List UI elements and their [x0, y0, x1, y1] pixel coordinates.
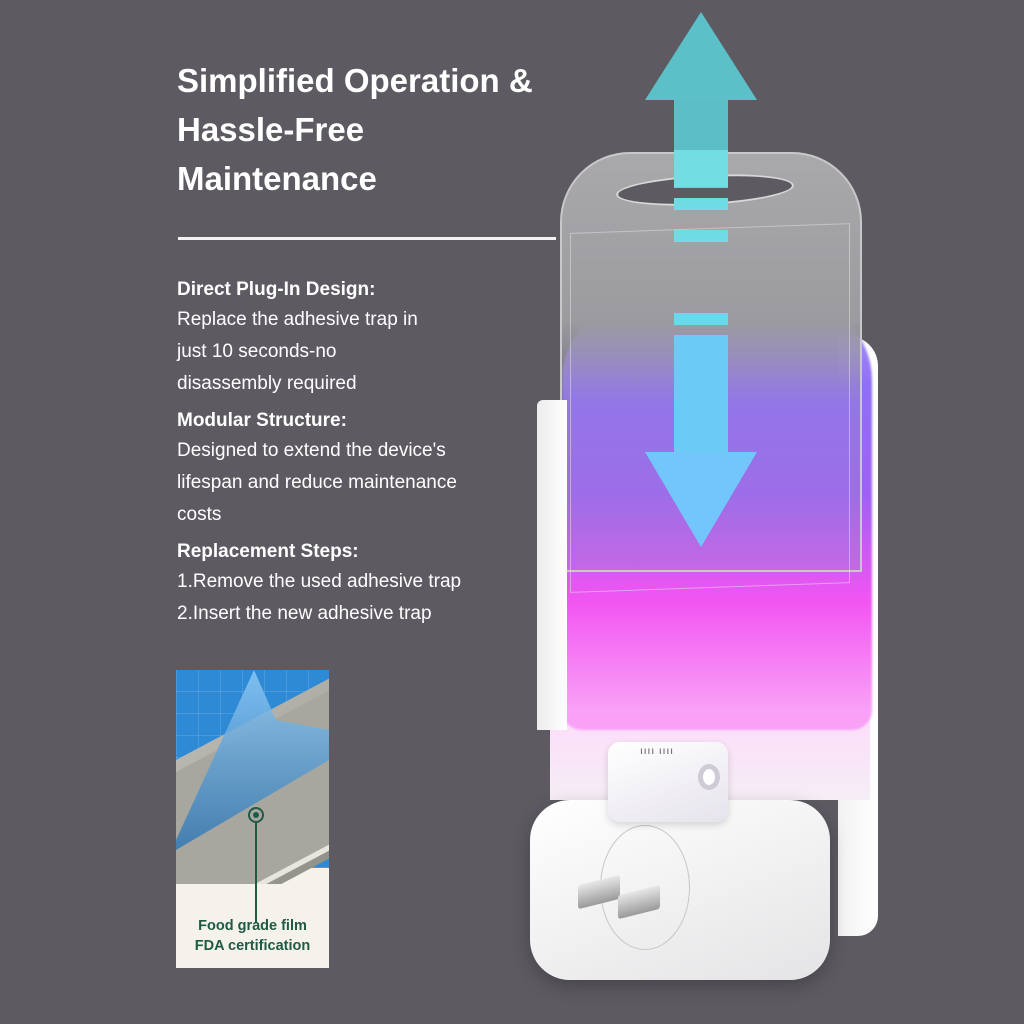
food-grade-film-card: Food grade film FDA certification — [176, 670, 329, 968]
callout-marker-icon — [248, 807, 264, 823]
feature-replacement-steps: Replacement Steps: 1.Remove the used adh… — [177, 538, 547, 630]
feature-body: 1.Remove the used adhesive trap 2.Insert… — [177, 571, 462, 624]
arrow-up-shaft-overlay — [674, 150, 728, 188]
holder-left-wall — [537, 400, 567, 730]
vent-icon: ıııı ıııı — [640, 746, 675, 757]
film-caption: Food grade film FDA certification — [194, 918, 311, 954]
feature-heading: Replacement Steps: — [177, 541, 359, 562]
arrow-down-shaft — [674, 335, 728, 455]
feature-body: Replace the adhesive trap in just 10 sec… — [177, 309, 418, 394]
feature-heading: Direct Plug-In Design: — [177, 279, 376, 300]
arrow-up-icon — [645, 12, 757, 100]
feature-heading: Modular Structure: — [177, 410, 347, 431]
uv-lamp-module: ıııı ıııı — [608, 742, 728, 822]
caption-panel — [176, 884, 329, 968]
feature-body: Designed to extend the device's lifespan… — [177, 440, 457, 525]
feature-list: Direct Plug-In Design: Replace the adhes… — [177, 276, 547, 637]
feature-plug-in-design: Direct Plug-In Design: Replace the adhes… — [177, 276, 547, 400]
arrow-stripe — [674, 230, 728, 242]
divider — [178, 237, 556, 240]
lamp-lens-icon — [698, 764, 720, 790]
callout-line — [255, 823, 257, 923]
feature-modular-structure: Modular Structure: Designed to extend th… — [177, 407, 547, 531]
arrow-stripe — [674, 198, 728, 210]
arrow-stripe — [674, 313, 728, 325]
page-title: Simplified Operation & Hassle-Free Maint… — [177, 62, 533, 197]
arrow-down-icon — [645, 452, 757, 547]
